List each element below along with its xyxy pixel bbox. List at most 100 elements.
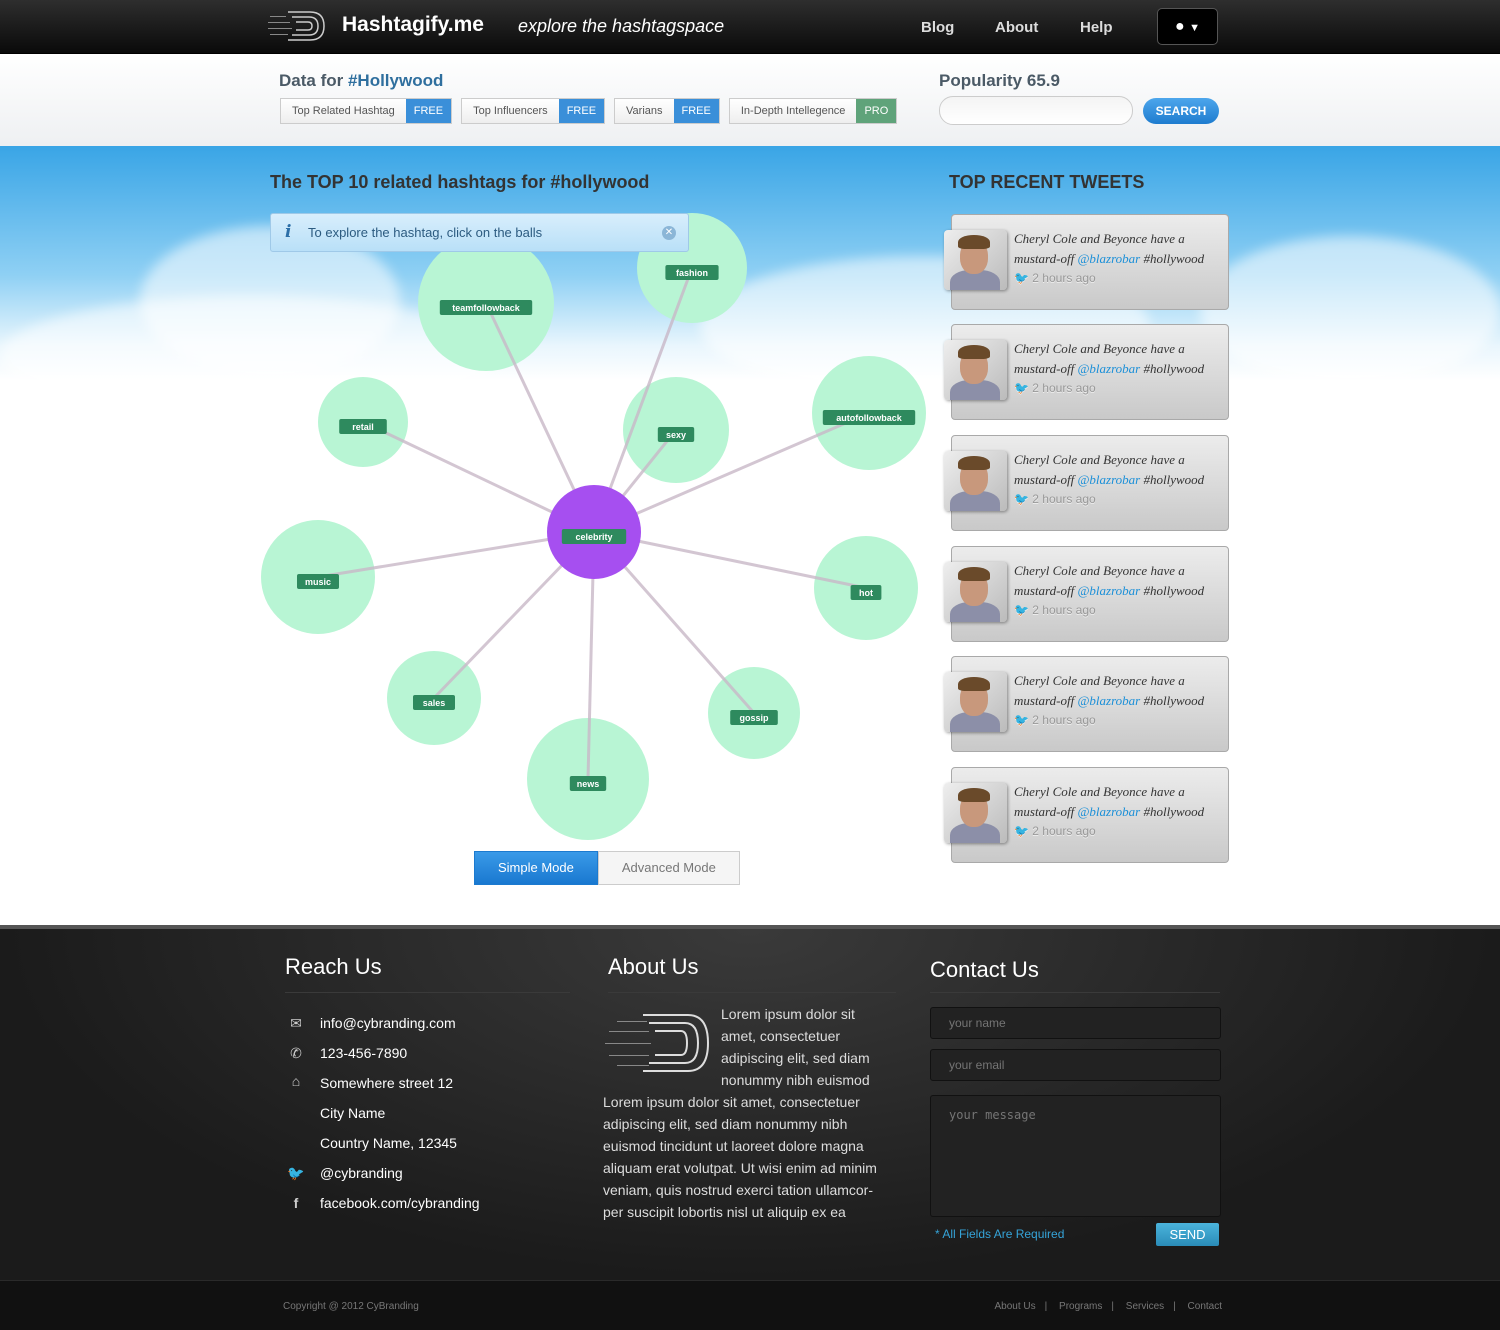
tweet-hashtag[interactable]: #hollywood	[1143, 804, 1205, 819]
cloud	[1200, 236, 1500, 386]
hashtag-label-bg	[850, 585, 882, 600]
home-icon: ⌂	[291, 1073, 301, 1089]
send-button[interactable]: SEND	[1156, 1223, 1219, 1246]
hashtag-label[interactable]: sexy	[666, 430, 686, 440]
tweet-mention[interactable]: @blazrobar	[1077, 251, 1141, 266]
twitter-bird-icon: 🐦	[1014, 713, 1029, 727]
bottom-bar	[0, 1280, 1500, 1330]
tweet-card[interactable]: Cheryl Cole and Beyonce have a mustard-o…	[944, 435, 1229, 531]
tweet-card[interactable]: Cheryl Cole and Beyonce have a mustard-o…	[944, 656, 1229, 752]
avatar[interactable]	[944, 451, 1007, 511]
footer-link-about[interactable]: About Us	[994, 1301, 1036, 1312]
footer-link-contact[interactable]: Contact	[1187, 1301, 1222, 1312]
tweet-time: 🐦 2 hours ago	[1014, 823, 1226, 839]
avatar[interactable]	[944, 783, 1007, 843]
hashtag-label[interactable]: music	[305, 577, 331, 587]
tweet-body: Cheryl Cole and Beyonce have a mustard-o…	[1014, 563, 1185, 598]
hashtag-graph: teamfollowback fashion retail sexy autofollo…	[261, 213, 926, 840]
tweet-card[interactable]: Cheryl Cole and Beyonce have a mustard-o…	[944, 546, 1229, 642]
logo-icon[interactable]	[268, 8, 330, 44]
hashtag-label[interactable]: autofollowback	[836, 413, 902, 423]
tweet-text: Cheryl Cole and Beyonce have a mustard-o…	[1014, 782, 1226, 822]
footer-link-programs[interactable]: Programs	[1059, 1301, 1103, 1312]
twitter-bird-icon: 🐦	[1014, 271, 1029, 285]
hashtag-label[interactable]: retail	[352, 422, 374, 432]
tweet-hashtag[interactable]: #hollywood	[1143, 251, 1205, 266]
tweet-time: 🐦 2 hours ago	[1014, 380, 1226, 396]
facebook-link[interactable]: facebook.com/cybranding	[320, 1195, 480, 1211]
simple-mode-button[interactable]: Simple Mode	[474, 851, 598, 885]
cloud	[0, 296, 500, 416]
hashtag-label-bg	[413, 695, 455, 710]
tweet-hashtag[interactable]: #hollywood	[1143, 693, 1205, 708]
hashtag-label-bg	[561, 529, 627, 544]
email-link[interactable]: info@cybranding.com	[320, 1015, 456, 1031]
tweet-text: Cheryl Cole and Beyonce have a mustard-o…	[1014, 561, 1226, 601]
hashtag-label-bg	[339, 419, 387, 434]
hashtag-name: #Hollywood	[347, 71, 444, 90]
footer-links: About Us| Programs| Services| Contact	[994, 1301, 1223, 1312]
chevron-down-icon: ▼	[1189, 22, 1200, 34]
tweet-hashtag[interactable]: #hollywood	[1143, 361, 1205, 376]
tweet-card[interactable]: Cheryl Cole and Beyonce have a mustard-o…	[944, 214, 1229, 310]
hashtag-label[interactable]: gossip	[739, 713, 769, 723]
about-us-title: About Us	[608, 954, 699, 979]
hashtag-label-bg	[730, 710, 778, 725]
time-text: 2 hours ago	[1032, 492, 1096, 506]
tweet-body: Cheryl Cole and Beyonce have a mustard-o…	[1014, 673, 1185, 708]
tweet-text: Cheryl Cole and Beyonce have a mustard-o…	[1014, 229, 1226, 269]
hashtag-label[interactable]: celebrity	[575, 532, 612, 542]
tweet-mention[interactable]: @blazrobar	[1077, 472, 1141, 487]
graph-edge	[593, 411, 870, 534]
address-line: Country Name, 12345	[320, 1135, 457, 1151]
tweet-hashtag[interactable]: #hollywood	[1143, 472, 1205, 487]
email-icon: ✉	[290, 1015, 302, 1031]
brand-name[interactable]: Hashtagify.me	[342, 13, 484, 36]
tweet-content: Cheryl Cole and Beyonce have a mustard-o…	[1014, 671, 1226, 728]
email-input[interactable]	[930, 1049, 1221, 1081]
hashtag-label[interactable]: fashion	[676, 268, 708, 278]
hashtag-label[interactable]: sales	[423, 698, 446, 708]
twitter-icon: 🐦	[287, 1165, 305, 1181]
hashtag-label-bg	[657, 427, 695, 442]
twitter-bird-icon: 🐦	[1014, 603, 1029, 617]
tweet-card[interactable]: Cheryl Cole and Beyonce have a mustard-o…	[944, 324, 1229, 420]
message-textarea[interactable]	[930, 1095, 1221, 1217]
tweet-mention[interactable]: @blazrobar	[1077, 693, 1141, 708]
graph-title: The TOP 10 related hashtags for #hollywo…	[270, 172, 650, 192]
tweet-card[interactable]: Cheryl Cole and Beyonce have a mustard-o…	[944, 767, 1229, 863]
tweet-mention[interactable]: @blazrobar	[1077, 804, 1141, 819]
search-button[interactable]: SEARCH	[1143, 98, 1219, 124]
tweet-time: 🐦 2 hours ago	[1014, 270, 1226, 286]
tab-label: In-Depth Intellegence	[740, 105, 846, 117]
nav-about[interactable]: About	[995, 19, 1039, 36]
hashtag-label[interactable]: news	[577, 779, 600, 789]
close-icon[interactable]: ✕	[662, 226, 676, 240]
hashtag-label-bg	[569, 776, 607, 791]
avatar[interactable]	[944, 672, 1007, 732]
tweet-mention[interactable]: @blazrobar	[1077, 361, 1141, 376]
about-us-text: Lorem ipsum dolor sit amet, consectetuer…	[603, 1003, 888, 1223]
nav-help[interactable]: Help	[1080, 19, 1113, 36]
tweet-mention[interactable]: @blazrobar	[1077, 583, 1141, 598]
user-menu-button[interactable]: ● ▼	[1157, 8, 1218, 45]
twitter-link[interactable]: @cybranding	[320, 1165, 403, 1181]
avatar[interactable]	[944, 230, 1007, 290]
info-text: To explore the hashtag, click on the bal…	[308, 225, 543, 240]
name-input[interactable]	[930, 1007, 1221, 1039]
footer-link-services[interactable]: Services	[1125, 1301, 1165, 1312]
tweet-hashtag[interactable]: #hollywood	[1143, 583, 1205, 598]
nav-blog[interactable]: Blog	[921, 19, 955, 36]
hashtag-label[interactable]: teamfollowback	[452, 303, 521, 313]
avatar[interactable]	[944, 562, 1007, 622]
hashtag-label[interactable]: hot	[859, 588, 873, 598]
avatar[interactable]	[944, 340, 1007, 400]
advanced-mode-button[interactable]: Advanced Mode	[597, 851, 740, 885]
search-input[interactable]	[939, 96, 1133, 125]
hashtag-label-bg	[439, 300, 533, 315]
